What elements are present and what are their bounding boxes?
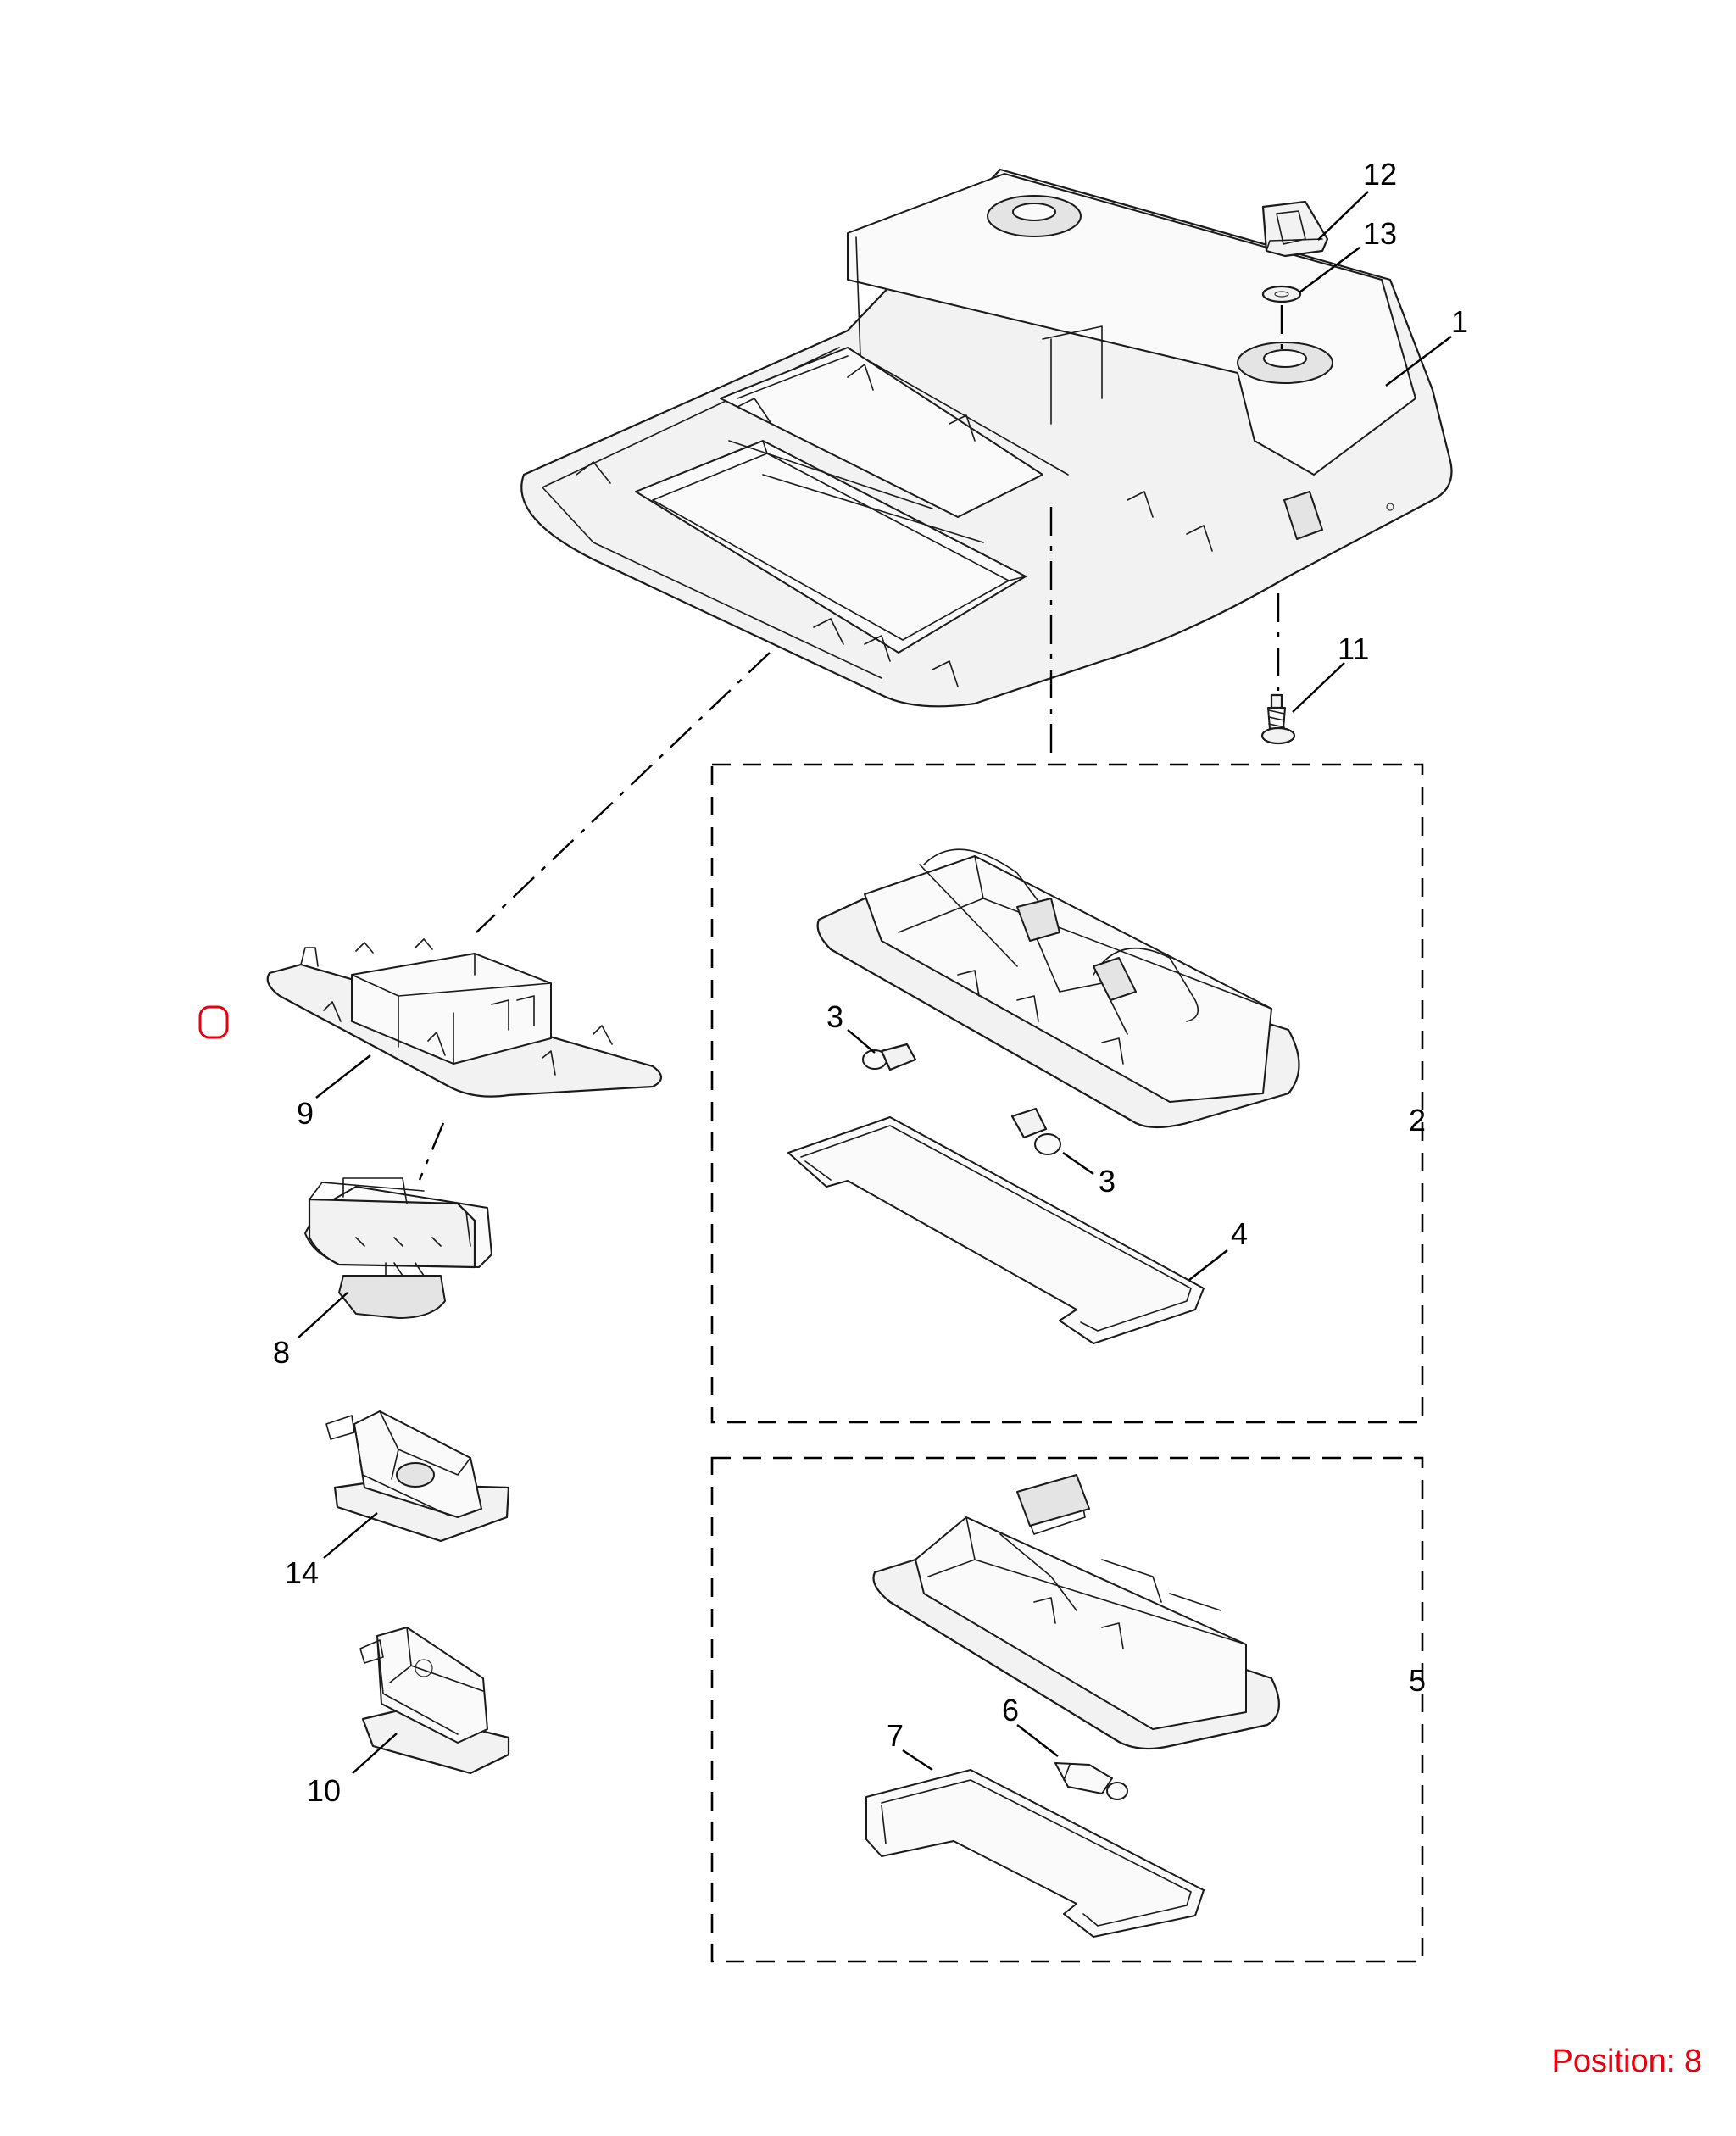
part-10-small-lamp[interactable] [359,1627,510,1775]
callout-2: 2 [1409,1103,1426,1138]
callout-12: 12 [1363,157,1397,192]
leader-13 [1299,247,1360,293]
callout-14: 14 [285,1555,319,1590]
callout-5: 5 [1409,1663,1426,1698]
callout-13: 13 [1363,216,1397,251]
centerline-part-1-to-9 [476,652,771,933]
part-9-bezel[interactable] [266,938,663,1098]
group-box-2 [710,763,1424,1424]
leader-9 [315,1054,371,1099]
leader-7 [902,1749,933,1772]
leader-11 [1292,662,1345,713]
part-1-console-housing[interactable] [520,168,1453,708]
position-marker [198,1005,229,1039]
callout-3-lower: 3 [1099,1164,1116,1199]
callout-11: 11 [1338,631,1369,666]
part-12-clip[interactable] [1261,200,1329,258]
group-box-5 [710,1456,1424,1963]
centerline-part-9-to-8 [418,1122,445,1181]
callout-4: 4 [1231,1216,1248,1251]
leader-4 [1188,1249,1228,1281]
part-8-switch-module[interactable] [304,1177,492,1319]
callout-3-upper: 3 [826,999,843,1034]
position-text: Position: 8 [1552,2044,1702,2079]
callout-10: 10 [307,1773,341,1808]
part-5-dome-lamp-assembly[interactable] [872,1474,1280,1750]
leader-3a [847,1029,876,1054]
part-7-dome-lens[interactable] [865,1769,1205,1938]
callout-9: 9 [297,1096,314,1131]
callout-6: 6 [1002,1693,1019,1727]
leader-3b [1062,1152,1094,1175]
part-2-map-lamp-assembly[interactable] [816,848,1300,1129]
callout-labels: 1 2 3 3 4 5 6 7 8 9 10 11 12 13 14 [273,157,1468,1808]
part-13-washer[interactable] [1261,285,1302,303]
part-6-festoon-bulb[interactable] [1054,1762,1128,1800]
leader-14 [323,1512,378,1559]
part-3-bulb-upper[interactable] [862,1043,917,1071]
part-14-lamp[interactable] [326,1410,510,1543]
part-3-bulb-lower[interactable] [1010,1107,1061,1155]
part-11-screw[interactable] [1260,693,1296,745]
leader-1 [1385,336,1452,387]
leader-8 [298,1292,348,1338]
part-4-lens[interactable] [787,1116,1205,1344]
callout-8: 8 [273,1335,290,1370]
leader-12 [1317,191,1369,241]
callout-1: 1 [1451,304,1468,339]
leader-10 [352,1733,398,1774]
callout-7: 7 [887,1718,904,1753]
leader-6 [1016,1724,1059,1757]
